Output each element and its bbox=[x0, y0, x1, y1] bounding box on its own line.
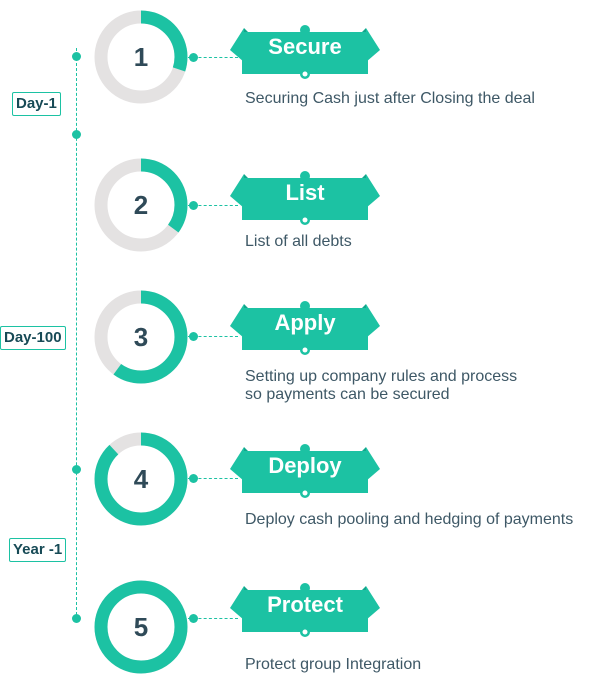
connector-dot bbox=[189, 614, 198, 623]
progress-ring-1: 1 bbox=[94, 10, 188, 104]
ribbon-bottom-dot-inner bbox=[302, 490, 308, 496]
banner-apply: Apply bbox=[230, 300, 380, 360]
connector-dot bbox=[189, 201, 198, 210]
ribbon-right-fold bbox=[366, 174, 380, 208]
progress-ring-3: 3 bbox=[94, 290, 188, 384]
timeline-label-day-1: Day-1 bbox=[12, 92, 61, 116]
ribbon-top-dot bbox=[300, 25, 310, 35]
connector-5 bbox=[188, 618, 238, 619]
connector-dot bbox=[189, 332, 198, 341]
step-number: 5 bbox=[133, 612, 149, 642]
step-title: Protect bbox=[267, 592, 343, 617]
banner-list: List bbox=[230, 170, 380, 230]
step-description: List of all debts bbox=[245, 233, 352, 250]
step-number: 4 bbox=[133, 464, 149, 494]
step-title: Secure bbox=[268, 34, 342, 59]
ribbon-bottom-dot-inner bbox=[302, 347, 308, 353]
ring-progress-arc bbox=[94, 290, 188, 384]
progress-ring-2: 2 bbox=[94, 158, 188, 252]
ribbon-top-dot bbox=[300, 583, 310, 593]
step-description: Protect group Integration bbox=[245, 656, 422, 673]
ring-inner bbox=[111, 27, 171, 87]
connector-3 bbox=[188, 336, 238, 337]
step-number: 3 bbox=[133, 322, 149, 352]
ring-progress-arc bbox=[94, 10, 188, 104]
timeline-label-day-100: Day-100 bbox=[0, 326, 66, 350]
timeline-dot bbox=[72, 465, 81, 474]
ribbon-right-fold bbox=[366, 28, 380, 62]
ribbon-bottom-dot-inner bbox=[302, 629, 308, 635]
connector-4 bbox=[188, 478, 238, 479]
step-title: Apply bbox=[274, 310, 336, 335]
ribbon-band bbox=[242, 451, 368, 493]
banner-protect: Protect bbox=[230, 582, 380, 642]
timeline-dot bbox=[72, 130, 81, 139]
ribbon-bottom-dot-inner bbox=[302, 217, 308, 223]
banner-deploy: Deploy bbox=[230, 443, 380, 503]
ribbon-band bbox=[242, 178, 368, 220]
banner-secure: Secure bbox=[230, 24, 380, 84]
timeline-label-year-1: Year -1 bbox=[9, 538, 67, 562]
step-title: Deploy bbox=[268, 453, 342, 478]
progress-ring-5: 5 bbox=[94, 580, 188, 674]
ribbon-right-fold bbox=[366, 304, 380, 338]
ribbon-band bbox=[242, 590, 368, 632]
ring-inner bbox=[111, 449, 171, 509]
timeline-dot bbox=[72, 614, 81, 623]
step-number: 2 bbox=[133, 190, 149, 220]
timeline-line bbox=[76, 48, 77, 620]
ribbon-right-fold bbox=[366, 447, 380, 481]
ribbon-top-dot bbox=[300, 301, 310, 311]
connector-dot bbox=[189, 53, 198, 62]
ribbon-left-fold bbox=[230, 174, 244, 208]
timeline-dot bbox=[72, 52, 81, 61]
ribbon-band bbox=[242, 308, 368, 350]
ring-inner bbox=[111, 175, 171, 235]
ribbon-top-dot bbox=[300, 171, 310, 181]
ribbon-top-dot bbox=[300, 444, 310, 454]
connector-dot bbox=[189, 474, 198, 483]
ribbon-bottom-dot-inner bbox=[302, 71, 308, 77]
step-description: Securing Cash just after Closing the dea… bbox=[245, 90, 535, 107]
step-title: List bbox=[285, 180, 325, 205]
ribbon-left-fold bbox=[230, 28, 244, 62]
connector-1 bbox=[188, 57, 238, 58]
step-number: 1 bbox=[133, 42, 149, 72]
progress-ring-4: 4 bbox=[94, 432, 188, 526]
ring-progress-arc bbox=[94, 158, 188, 252]
ring-progress-arc bbox=[94, 580, 188, 674]
ribbon-left-fold bbox=[230, 447, 244, 481]
connector-2 bbox=[188, 205, 238, 206]
ribbon-right-fold bbox=[366, 586, 380, 620]
ribbon-left-fold bbox=[230, 586, 244, 620]
ribbon-left-fold bbox=[230, 304, 244, 338]
ring-progress-arc bbox=[94, 432, 188, 526]
ribbon-band bbox=[242, 32, 368, 74]
ring-inner bbox=[111, 597, 171, 657]
step-description: Deploy cash pooling and hedging of payme… bbox=[245, 511, 574, 528]
ring-inner bbox=[111, 307, 171, 367]
step-description: Setting up company rules and process so … bbox=[245, 368, 518, 403]
